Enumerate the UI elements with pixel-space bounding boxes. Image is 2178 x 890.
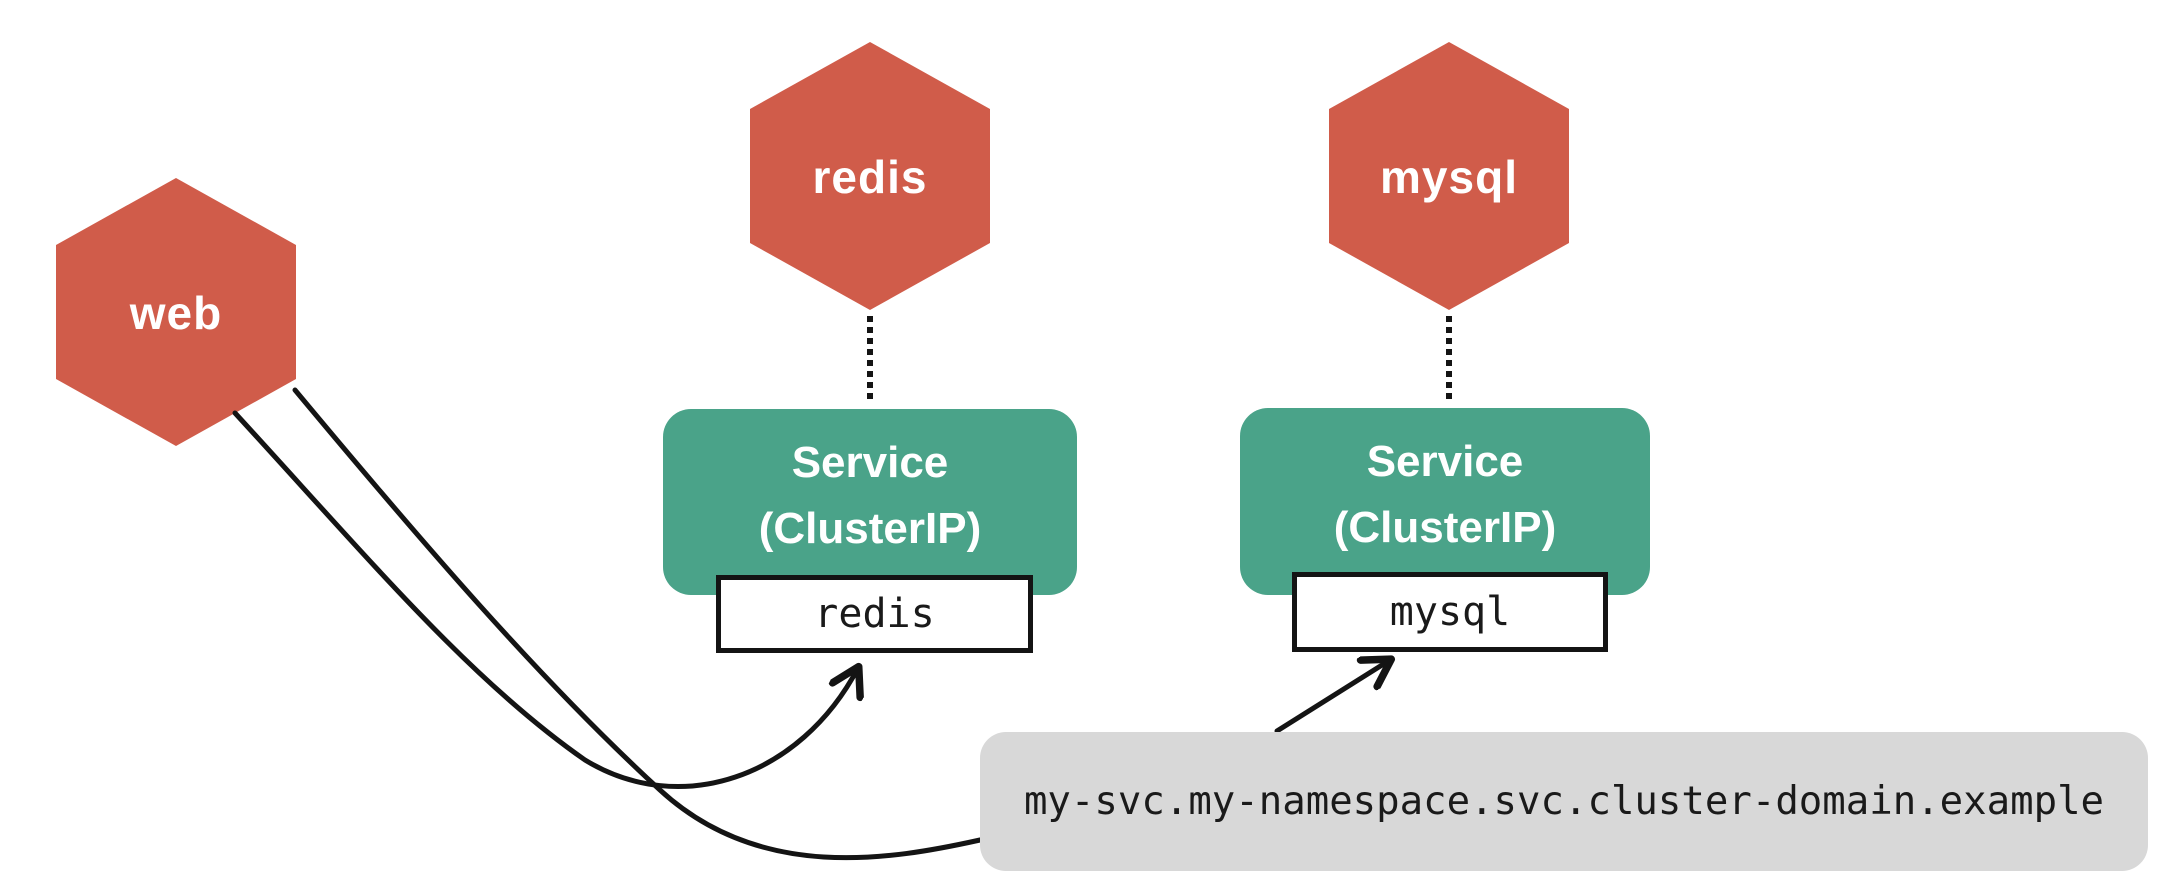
dns-name-box: my-svc.my-namespace.svc.cluster-domain.e… <box>980 732 2148 871</box>
web-pod-hexagon <box>56 178 296 446</box>
mysql-service-title: Service <box>1366 437 1524 486</box>
redis-service-title: Service <box>791 438 949 487</box>
connector-web-to-dns-box <box>292 387 983 861</box>
mysql-pod-hexagon <box>1329 42 1569 310</box>
web-pod-label: web <box>129 287 223 339</box>
redis-service-box: Service (ClusterIP) <box>663 409 1077 595</box>
redis-selector-label: redis <box>814 591 935 637</box>
mysql-selector-box: mysql <box>1292 572 1608 652</box>
mysql-selector-label: mysql <box>1389 589 1511 635</box>
mysql-service-subtitle: (ClusterIP) <box>1333 503 1557 552</box>
connector-dns-box-to-mysql-selector <box>1274 660 1390 734</box>
dns-name-label: my-svc.my-namespace.svc.cluster-domain.e… <box>1023 779 2105 824</box>
redis-service-subtitle: (ClusterIP) <box>758 504 982 553</box>
redis-selector-box: redis <box>716 575 1033 653</box>
mysql-pod-label: mysql <box>1380 151 1518 203</box>
mysql-service-box: Service (ClusterIP) <box>1240 408 1650 595</box>
redis-pod-hexagon <box>750 42 990 310</box>
redis-pod-label: redis <box>812 151 928 203</box>
connector-web-to-redis-selector <box>232 410 858 789</box>
